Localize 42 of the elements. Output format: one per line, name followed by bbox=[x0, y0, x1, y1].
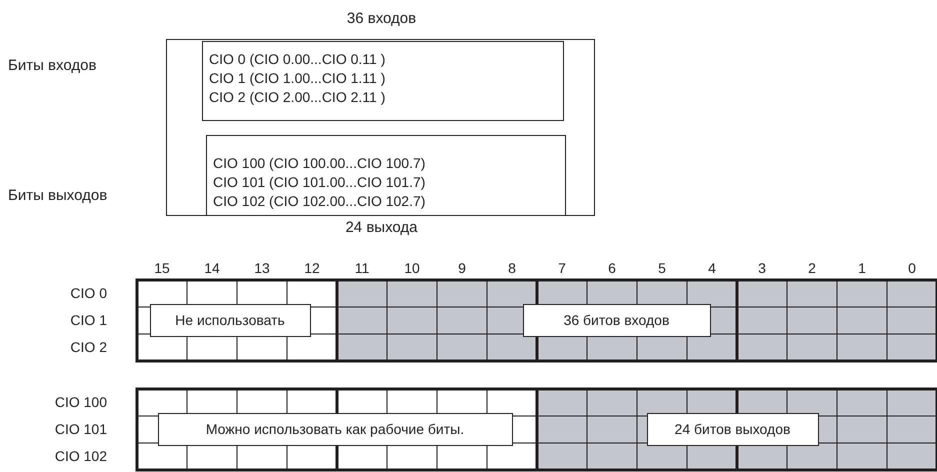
word-range-box bbox=[206, 135, 566, 216]
callout-text: Можно использовать как рабочие биты. bbox=[204, 420, 466, 438]
word-range-text: CIO 2 (CIO 2.00...CIO 2.11 ) bbox=[209, 88, 386, 106]
callout-text: Не использовать bbox=[174, 311, 286, 329]
word-address: CIO 0 bbox=[69, 284, 107, 302]
word-range-text: CIO 1 (CIO 1.00...CIO 1.11 ) bbox=[209, 69, 386, 87]
bit-number: 9 bbox=[457, 259, 467, 277]
count-heading: 24 выхода bbox=[344, 219, 419, 237]
bit-number: 4 bbox=[707, 259, 717, 277]
bit-number: 0 bbox=[907, 259, 917, 277]
bit-number: 2 bbox=[807, 259, 817, 277]
word-address: CIO 100 bbox=[54, 393, 107, 411]
word-range-text: CIO 101 (CIO 101.00...CIO 101.7) bbox=[213, 173, 426, 191]
callout-text: 36 битов входов bbox=[562, 311, 670, 329]
word-address: CIO 101 bbox=[54, 420, 107, 438]
word-address: CIO 102 bbox=[54, 447, 107, 465]
bit-number: 8 bbox=[507, 259, 517, 277]
bit-number: 12 bbox=[303, 259, 321, 277]
callout-box bbox=[150, 304, 311, 337]
bit-number: 7 bbox=[557, 259, 567, 277]
callout-box bbox=[647, 413, 819, 446]
word-range-text: CIO 0 (CIO 0.00...CIO 0.11 ) bbox=[209, 50, 386, 68]
side-label: Биты выходов bbox=[8, 187, 108, 205]
bit-number: 10 bbox=[403, 259, 421, 277]
callout-text: 24 битов выходов bbox=[674, 420, 792, 438]
side-label: Биты входов bbox=[8, 57, 96, 75]
word-range-box bbox=[202, 41, 564, 121]
bit-number: 1 bbox=[857, 259, 867, 277]
bit-number: 5 bbox=[657, 259, 667, 277]
bit-number: 14 bbox=[203, 259, 221, 277]
bit-number: 11 bbox=[354, 259, 370, 277]
count-heading: 36 входов bbox=[346, 10, 418, 28]
callout-box bbox=[523, 304, 711, 337]
bit-number: 3 bbox=[757, 259, 767, 277]
word-range-text: CIO 102 (CIO 102.00...CIO 102.7) bbox=[213, 192, 426, 210]
word-range-text: CIO 100 (CIO 100.00...CIO 100.7) bbox=[213, 154, 426, 172]
bit-number: 15 bbox=[153, 259, 171, 277]
bit-number: 13 bbox=[253, 259, 271, 277]
word-address: CIO 1 bbox=[69, 311, 107, 329]
word-address: CIO 2 bbox=[69, 338, 107, 356]
bit-number: 6 bbox=[607, 259, 617, 277]
callout-box bbox=[158, 413, 513, 446]
